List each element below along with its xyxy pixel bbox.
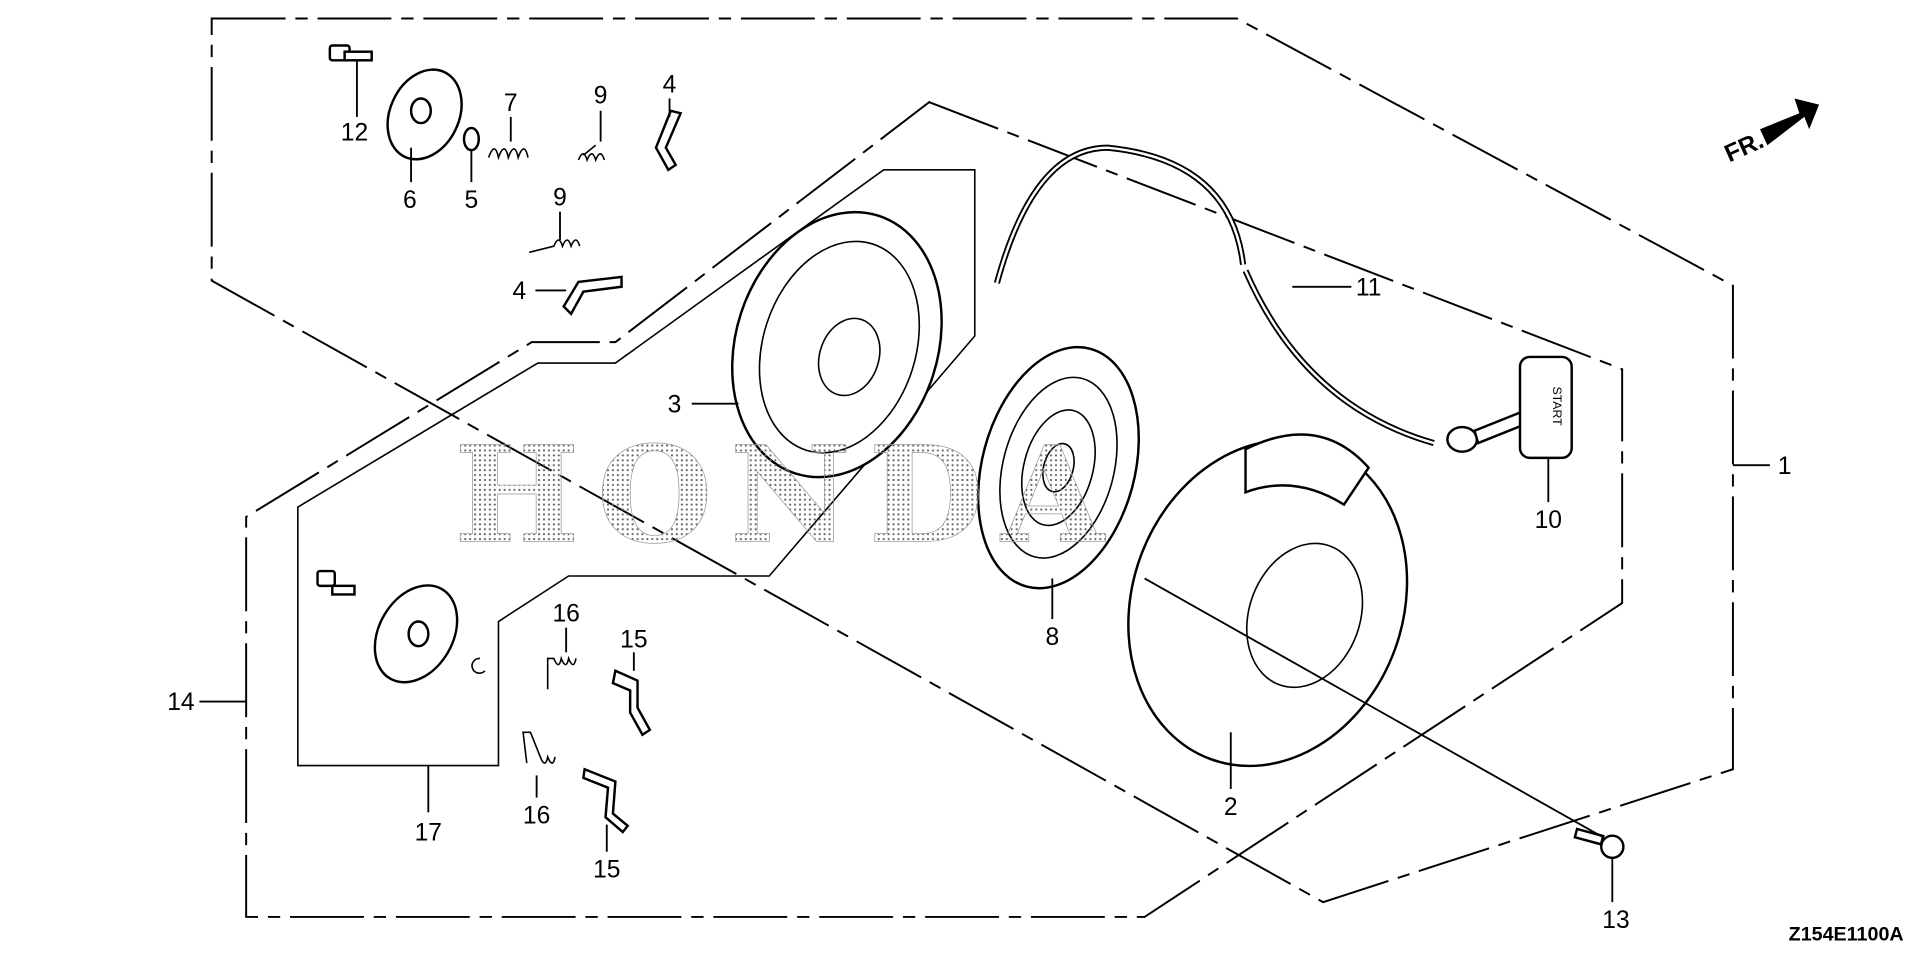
leader-lines xyxy=(199,61,1770,903)
part-13-leader xyxy=(1144,577,1603,838)
callout-14: 14 xyxy=(167,689,194,716)
part-8-recoil-spring xyxy=(976,345,1140,590)
part-11-rope-core xyxy=(995,146,1435,445)
callout-15a: 15 xyxy=(620,626,647,653)
callout-9b: 9 xyxy=(553,185,567,212)
drawing-code: Z154E1100A xyxy=(1789,923,1904,945)
callout-11: 11 xyxy=(1356,274,1382,301)
callout-2: 2 xyxy=(1224,794,1238,821)
callout-1: 1 xyxy=(1778,453,1792,480)
callout-8: 8 xyxy=(1045,624,1059,651)
callout-13: 13 xyxy=(1602,907,1629,934)
callout-3: 3 xyxy=(668,391,682,418)
part-17-ratchet-assembly xyxy=(316,569,486,684)
part-15-pawl-b xyxy=(582,767,630,834)
part-10-start-handle: START xyxy=(1446,355,1573,460)
part-2-starter-case xyxy=(1127,433,1409,768)
callout-5: 5 xyxy=(465,187,479,214)
front-direction-arrow: FR. xyxy=(1721,98,1820,168)
part-13-flange-bolt xyxy=(1573,827,1625,860)
part-9-spring-a xyxy=(577,144,606,163)
callout-7: 7 xyxy=(504,90,518,117)
part-15-pawl-a xyxy=(611,669,652,737)
fr-label: FR. xyxy=(1721,127,1768,168)
callout-4b: 4 xyxy=(513,278,527,305)
callout-6: 6 xyxy=(403,187,417,214)
callout-15b: 15 xyxy=(593,857,620,884)
part-6-ratchet xyxy=(386,68,463,161)
callout-10: 10 xyxy=(1535,507,1562,534)
callout-12: 12 xyxy=(341,119,368,146)
assembly-14-outline xyxy=(245,101,1624,918)
arrow-icon xyxy=(1760,98,1820,146)
assembly-17-outline xyxy=(297,169,976,767)
callout-4a: 4 xyxy=(663,71,677,98)
part-9-spring-b xyxy=(529,239,581,254)
callout-16b: 16 xyxy=(523,802,550,829)
part-5-washer xyxy=(462,126,481,152)
part-7-spring xyxy=(487,148,529,161)
callout-9a: 9 xyxy=(594,82,608,109)
callout-17: 17 xyxy=(415,820,442,847)
honda-watermark: HONDA xyxy=(454,418,1121,574)
part-3-reel xyxy=(730,210,943,479)
part-4-pawl-a xyxy=(654,109,683,172)
start-text: START xyxy=(1550,386,1564,426)
callout-16a: 16 xyxy=(552,601,579,628)
part-4-pawl-b xyxy=(562,275,623,316)
part-16-spring-a xyxy=(546,655,577,690)
part-12-bolt xyxy=(328,44,373,62)
assembly-1-outline xyxy=(210,17,1734,904)
part-16-spring-b xyxy=(522,731,556,764)
